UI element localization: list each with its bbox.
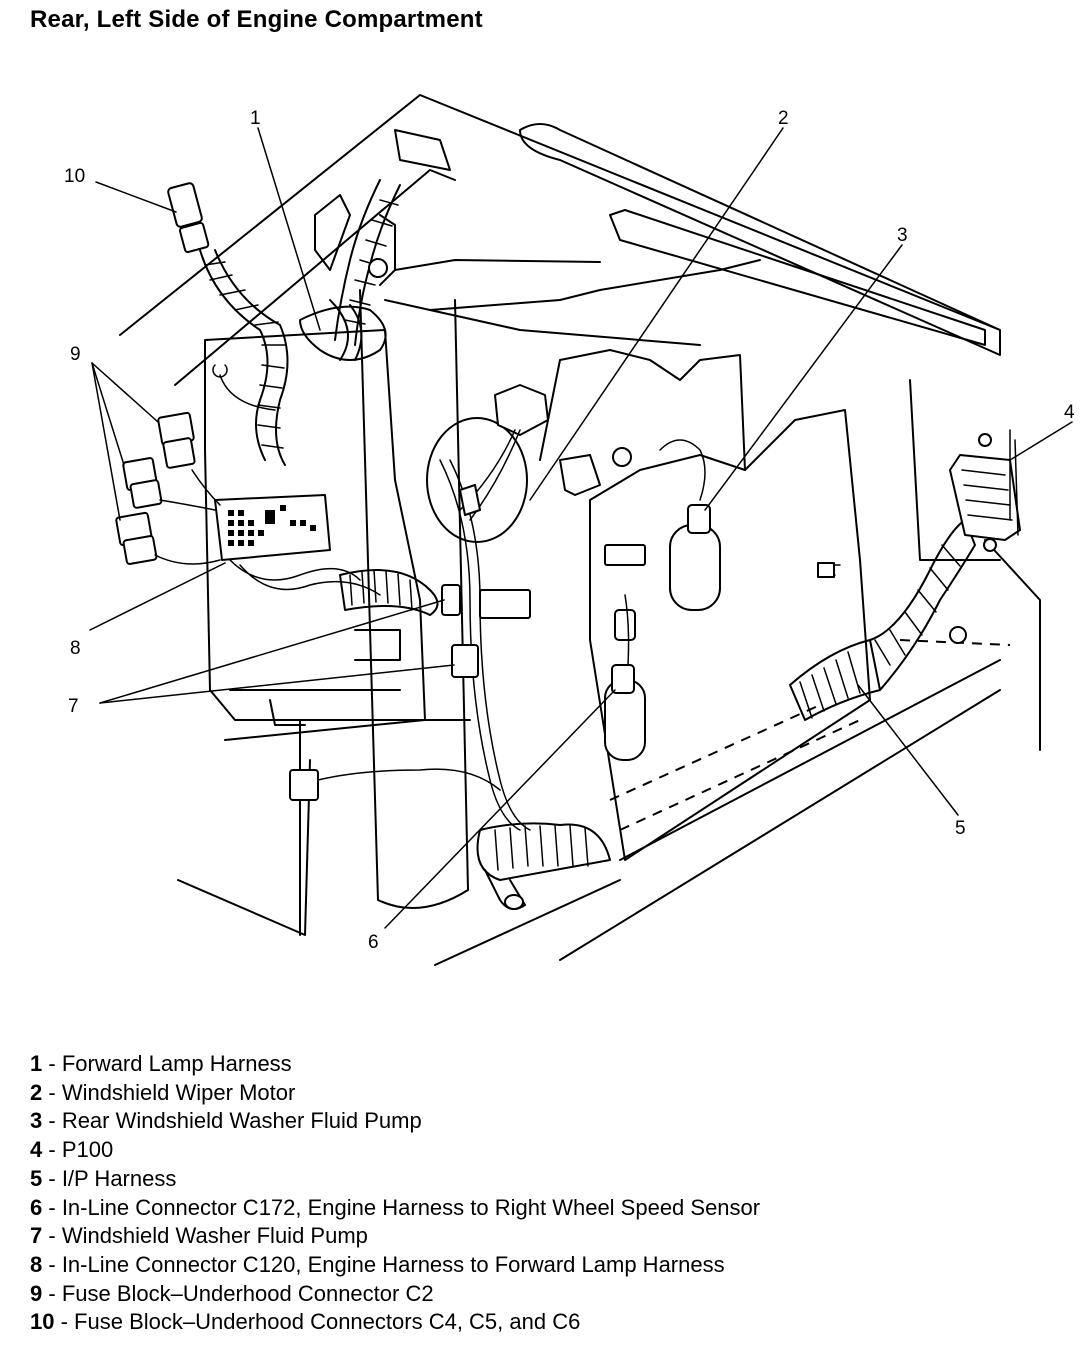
legend-item-7: 7 - Windshield Washer Fluid Pump — [30, 1223, 368, 1249]
p100-passthrough — [817, 429, 1021, 644]
callout-8: 8 — [70, 638, 81, 659]
legend-num: 10 — [30, 1309, 55, 1335]
callout-7: 7 — [68, 696, 79, 717]
diagram-title: Rear, Left Side of Engine Compartment — [30, 6, 483, 33]
engine-compartment-diagram: 1 2 3 4 5 6 7 8 9 10 — [64, 94, 1075, 966]
wiper-motor — [426, 384, 632, 543]
legend-num: 6 — [30, 1194, 43, 1220]
legend-num: 5 — [30, 1165, 43, 1191]
legend-item-4: 4 - P100 — [30, 1137, 114, 1163]
legend-text: In-Line Connector C120, Engine Harness t… — [61, 1251, 725, 1277]
fuse-grid — [228, 505, 316, 546]
vertical-strut — [314, 194, 601, 909]
legend-num: 2 — [30, 1079, 43, 1105]
callout-2: 2 — [778, 108, 789, 129]
legend-item-1: 1 - Forward Lamp Harness — [30, 1051, 292, 1076]
legend-text: Rear Windshield Washer Fluid Pump — [61, 1108, 422, 1134]
legend-text: Fuse Block–Underhood Connectors C4, C5, … — [74, 1309, 581, 1335]
legend-num: 1 — [30, 1051, 43, 1076]
legend-item-2: 2 - Windshield Wiper Motor — [30, 1079, 296, 1105]
legend-item-6: 6 - In-Line Connector C172, Engine Harne… — [30, 1194, 761, 1220]
legend-text: P100 — [61, 1137, 114, 1163]
legend-item-10: 10 - Fuse Block–Underhood Connectors C4,… — [30, 1309, 581, 1335]
callout-numbers: 1 2 3 4 5 6 7 8 9 10 — [64, 108, 1075, 953]
callout-9: 9 — [70, 344, 81, 365]
callout-3: 3 — [897, 225, 908, 246]
legend-item-5: 5 - I/P Harness — [30, 1165, 177, 1191]
callout-1: 1 — [250, 108, 261, 129]
fuse-block-underhood — [204, 329, 426, 726]
legend-text: Windshield Wiper Motor — [61, 1079, 296, 1105]
legend-num: 9 — [30, 1280, 43, 1306]
callout-4: 4 — [1064, 402, 1075, 423]
legend-item-3: 3 - Rear Windshield Washer Fluid Pump — [30, 1108, 422, 1134]
legend-num: 8 — [30, 1251, 43, 1277]
ip-harness — [339, 459, 976, 910]
legend-num: 4 — [30, 1137, 43, 1163]
legend-item-8: 8 - In-Line Connector C120, Engine Harne… — [30, 1251, 725, 1277]
callout-5: 5 — [955, 818, 966, 839]
callout-6: 6 — [368, 932, 379, 953]
connector-c4-c6 — [167, 182, 289, 466]
legend-num: 7 — [30, 1223, 43, 1249]
legend-text: Windshield Washer Fluid Pump — [61, 1223, 368, 1249]
legend-text: Forward Lamp Harness — [61, 1051, 292, 1076]
legend-text: I/P Harness — [61, 1165, 177, 1191]
legend-num: 3 — [30, 1108, 43, 1134]
connector-c2-group — [115, 411, 221, 565]
callout-10: 10 — [64, 166, 85, 187]
leader-lines — [89, 127, 1073, 929]
legend-text: Fuse Block–Underhood Connector C2 — [61, 1280, 434, 1306]
parts-legend: 1 - Forward Lamp Harness 2 - Windshield … — [30, 1050, 760, 1337]
legend-item-9: 9 - Fuse Block–Underhood Connector C2 — [30, 1280, 434, 1306]
washer-pumps — [289, 439, 721, 801]
legend-text: In-Line Connector C172, Engine Harness t… — [61, 1194, 761, 1220]
